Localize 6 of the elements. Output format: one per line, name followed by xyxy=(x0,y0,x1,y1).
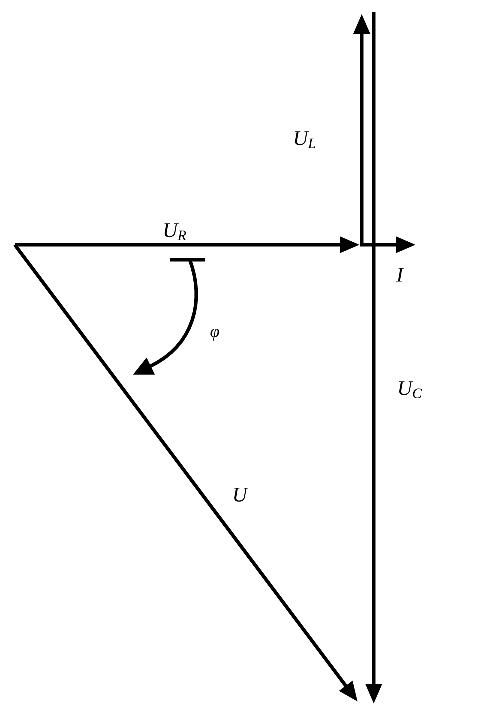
vector-label: U$_{C}$ xyxy=(399,382,422,398)
vector-label: U$_{L}$ xyxy=(295,132,316,148)
vector-label: U xyxy=(234,488,249,502)
vector-label: φ xyxy=(210,329,220,341)
vector-label: U$_{R}$ xyxy=(164,224,186,240)
vector-label: I xyxy=(396,268,404,282)
